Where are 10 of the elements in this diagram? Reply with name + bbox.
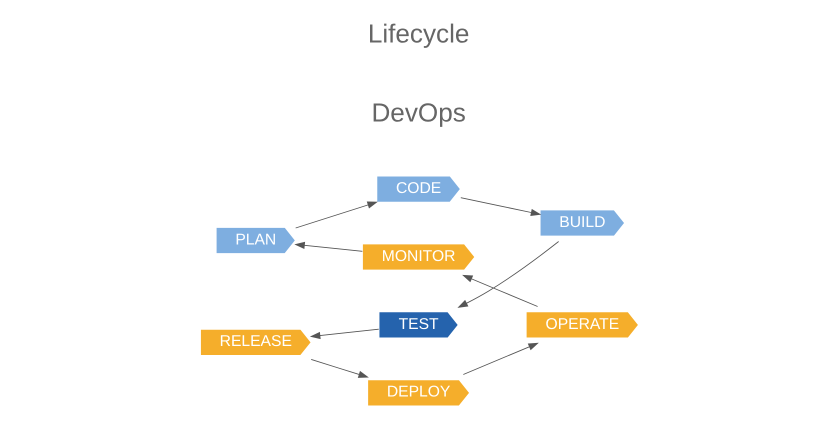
arrow [294, 242, 363, 252]
arrow [462, 274, 538, 307]
label: Lifecycle [368, 18, 470, 48]
arrow [460, 197, 542, 216]
arrow [457, 241, 560, 308]
label: DevOps [371, 98, 466, 128]
arrow [295, 202, 378, 228]
arrow [310, 359, 369, 378]
arrow [310, 328, 380, 340]
arrow [462, 342, 539, 375]
